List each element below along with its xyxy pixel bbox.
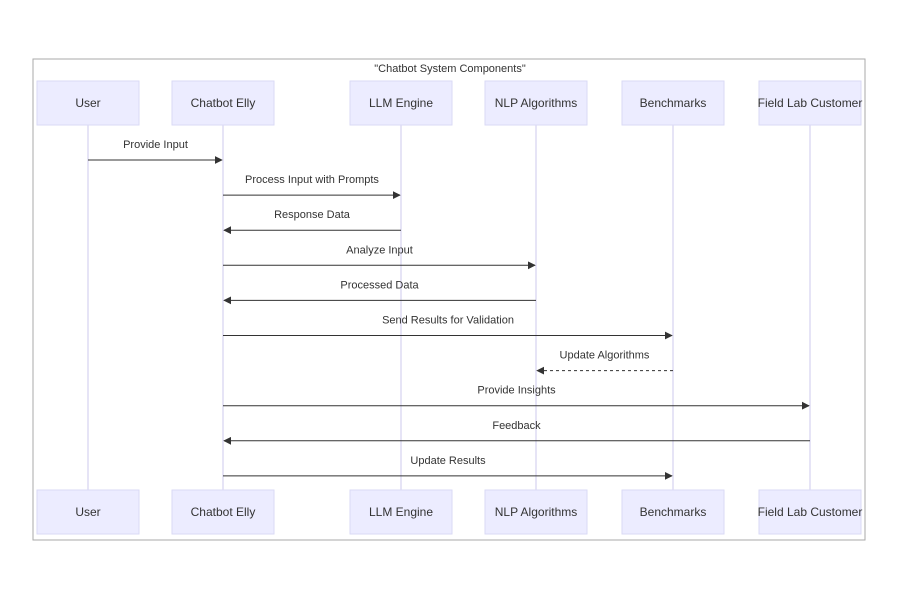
message-label: Analyze Input <box>346 244 413 256</box>
participant-box <box>349 80 453 126</box>
participant-box <box>171 489 275 535</box>
message-label: Update Results <box>410 455 486 467</box>
participant-box <box>484 489 588 535</box>
participant-bench-top: Benchmarks <box>621 80 725 126</box>
participant-box <box>171 80 275 126</box>
message-label: Provide Insights <box>477 385 556 397</box>
participant-user-top: User <box>36 80 140 126</box>
participant-label: Chatbot Elly <box>191 96 256 110</box>
participant-label: Chatbot Elly <box>191 505 256 519</box>
diagram-frame <box>32 58 866 541</box>
participant-box <box>758 489 862 535</box>
participant-box <box>36 489 140 535</box>
participant-label: LLM Engine <box>369 96 433 110</box>
message-9: Feedback <box>223 420 810 445</box>
lifelines <box>87 125 811 490</box>
participant-box <box>758 80 862 126</box>
message-label: Processed Data <box>340 279 419 291</box>
participant-box <box>621 80 725 126</box>
frame-title: "Chatbot System Components" <box>374 63 526 75</box>
message-label: Provide Input <box>123 139 188 151</box>
message-label: Update Algorithms <box>560 350 650 362</box>
participant-label: Benchmarks <box>640 505 707 519</box>
participant-bench-bottom: Benchmarks <box>621 489 725 535</box>
message-10: Update Results <box>223 455 673 480</box>
participant-label: Benchmarks <box>640 96 707 110</box>
participant-llm-bottom: LLM Engine <box>349 489 453 535</box>
participant-label: Field Lab Customer <box>758 96 863 110</box>
participant-label: LLM Engine <box>369 505 433 519</box>
participant-chatbot-bottom: Chatbot Elly <box>171 489 275 535</box>
participant-box <box>484 80 588 126</box>
participant-box <box>349 489 453 535</box>
message-6: Send Results for Validation <box>223 315 673 340</box>
message-4: Analyze Input <box>223 244 536 270</box>
participant-llm-top: LLM Engine <box>349 80 453 126</box>
message-3: Response Data <box>223 209 401 235</box>
participant-nlp-bottom: NLP Algorithms <box>484 489 588 535</box>
message-8: Provide Insights <box>223 385 810 410</box>
message-7: Update Algorithms <box>536 350 673 375</box>
message-5: Processed Data <box>223 279 536 305</box>
participant-field-top: Field Lab Customer <box>758 80 863 126</box>
message-2: Process Input with Prompts <box>223 174 401 200</box>
participant-box <box>621 489 725 535</box>
message-1: Provide Input <box>88 139 223 164</box>
participant-row-top: User Chatbot Elly LLM Engine NLP Algorithms… <box>36 80 863 126</box>
participant-label: Field Lab Customer <box>758 505 863 519</box>
message-label: Process Input with Prompts <box>245 174 379 186</box>
participant-user-bottom: User <box>36 489 140 535</box>
participant-label: User <box>75 96 100 110</box>
participant-label: NLP Algorithms <box>495 505 577 519</box>
participant-row-bottom: User Chatbot Elly LLM Engine NLP Algorithms… <box>36 489 863 535</box>
participant-chatbot-top: Chatbot Elly <box>171 80 275 126</box>
participant-nlp-top: NLP Algorithms <box>484 80 588 126</box>
message-label: Response Data <box>274 209 351 221</box>
participant-box <box>36 80 140 126</box>
message-label: Send Results for Validation <box>382 315 514 327</box>
participant-label: NLP Algorithms <box>495 96 577 110</box>
message-label: Feedback <box>492 420 541 432</box>
participant-label: User <box>75 505 100 519</box>
participant-field-bottom: Field Lab Customer <box>758 489 863 535</box>
